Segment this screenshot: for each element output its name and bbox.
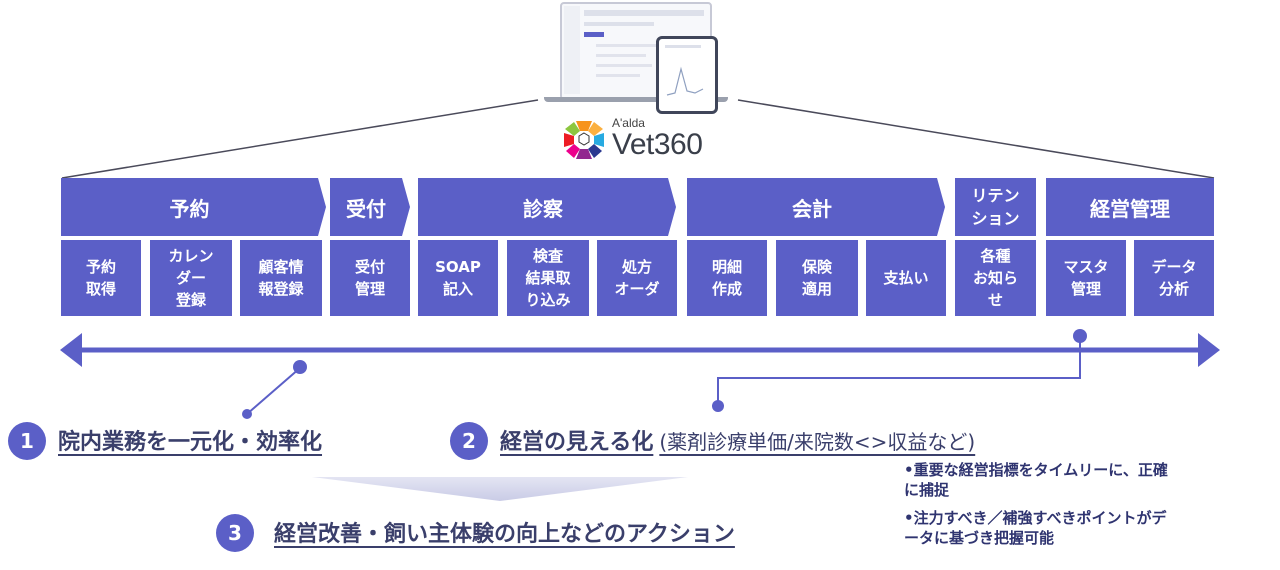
- sub-box-shiharai: 支払い: [866, 240, 946, 316]
- point-2-line: 経営の見える化(薬剤診療単価/来院数<>収益など): [500, 424, 975, 456]
- sub-box-kokyaku: 顧客情 報登録: [240, 240, 322, 316]
- sub-box-meisai: 明細 作成: [687, 240, 767, 316]
- brand-name: Vet360: [612, 128, 703, 161]
- tablet-mockup: [656, 36, 718, 114]
- stage-label-retention: リテン ション: [971, 186, 1020, 228]
- point-3-badge: 3: [216, 514, 254, 552]
- point-1-badge: 1: [8, 422, 46, 460]
- arrow-left-head: [60, 333, 82, 367]
- stage-label-shinsatsu: 診察: [523, 196, 563, 221]
- stage-label-kaikei: 会計: [792, 196, 832, 221]
- sub-box-soap: SOAP 記入: [418, 240, 498, 316]
- down-arrow-shape: [312, 477, 688, 501]
- stage-box-keiei: [1046, 178, 1214, 236]
- sub-box-shohou: 処方 オーダ: [597, 240, 677, 316]
- stage-arrow-kaikei: [687, 178, 945, 236]
- stage-arrow-uketsuke: [330, 178, 410, 236]
- sub-box-master: マスタ 管理: [1046, 240, 1126, 316]
- sub-box-uketsuke-kanri: 受付 管理: [330, 240, 410, 316]
- point-2-badge: 2: [450, 422, 488, 460]
- logo: A'alda Vet360: [560, 116, 710, 162]
- sub-box-calendar: カレン ダー 登録: [150, 240, 232, 316]
- arrow-right-head: [1198, 333, 1220, 367]
- stage-arrows: [61, 178, 1214, 236]
- sub-box-data-bunseki: データ 分析: [1134, 240, 1214, 316]
- brand-prefix: A'alda: [612, 116, 645, 130]
- point-3-text: 経営改善・飼い主体験の向上などのアクション: [274, 522, 735, 547]
- point-1-text: 院内業務を一元化・効率化: [58, 430, 323, 455]
- sub-box-oshirase: 各種 お知ら せ: [955, 240, 1036, 316]
- vet360-logo-icon: [564, 121, 604, 159]
- connector-lines: [60, 329, 1220, 419]
- bullet-2: •注力すべき／補強すべきポイントがデ ータに基づき把握可能: [904, 509, 1167, 547]
- sub-box-hoken: 保険 適用: [776, 240, 858, 316]
- stage-box-retention: [955, 178, 1036, 236]
- point-2-paren: (薬剤診療単価/来院数<>収益など): [659, 430, 976, 454]
- point-2-text: 経営の見える化: [500, 430, 654, 455]
- stage-arrow-yoyaku: [61, 178, 326, 236]
- bullet-1: •重要な経営指標をタイムリーに、正確 に捕捉: [904, 461, 1168, 499]
- stage-arrow-shinsatsu: [418, 178, 676, 236]
- sub-box-yoyaku-shutoku: 予約 取得: [61, 240, 141, 316]
- stage-label-yoyaku: 予約: [169, 196, 210, 221]
- sub-box-kensa: 検査 結果取 り込み: [507, 240, 589, 316]
- stage-label-keiei: 経営管理: [1090, 196, 1170, 221]
- bracket-lines: [61, 99, 1215, 179]
- stage-label-uketsuke: 受付: [346, 196, 386, 221]
- tablet-chart-icon: [665, 45, 704, 96]
